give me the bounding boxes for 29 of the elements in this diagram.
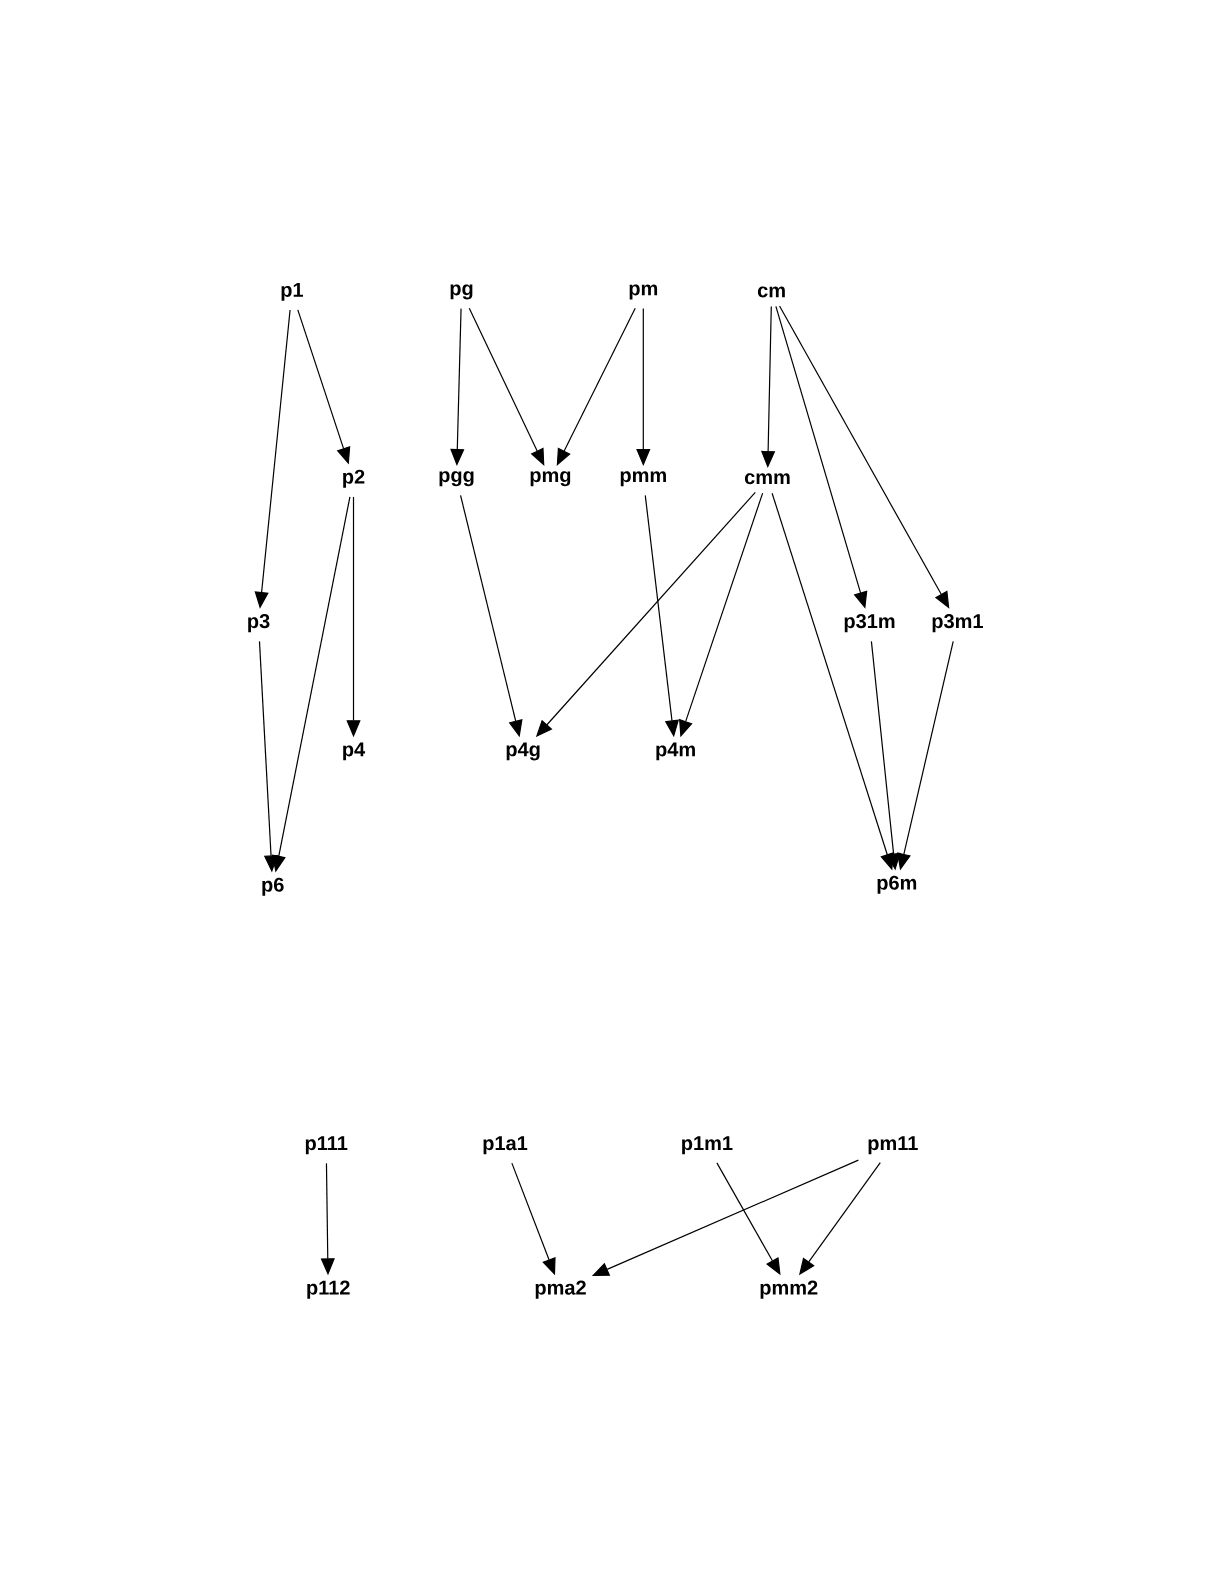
node-label: p4 bbox=[343, 742, 366, 761]
arrow bbox=[636, 307, 651, 466]
node-label: p1a1 bbox=[483, 1136, 528, 1155]
node-label: p1m1 bbox=[682, 1136, 733, 1155]
node-label: p4g bbox=[506, 742, 540, 761]
node-label: pg bbox=[450, 284, 473, 300]
arrow bbox=[556, 307, 636, 466]
node-label: cmm bbox=[744, 473, 790, 485]
node-label: p2 bbox=[343, 469, 365, 488]
node-label: p6 bbox=[262, 877, 284, 896]
node-label: p111 bbox=[305, 1136, 348, 1155]
node-label: p3m1 bbox=[932, 614, 983, 633]
arrow bbox=[450, 308, 465, 466]
node-label: p1 bbox=[281, 282, 303, 301]
node-label: p3 bbox=[248, 614, 270, 633]
node-label: p31m bbox=[844, 614, 895, 633]
node-label: pmm2 bbox=[760, 1280, 818, 1299]
node-label: pm bbox=[629, 284, 658, 300]
node-label: pma2 bbox=[535, 1280, 586, 1299]
node-label: p6m bbox=[877, 875, 917, 894]
arrow bbox=[468, 307, 545, 466]
node-label: p4m bbox=[656, 742, 695, 761]
node-label: pmg bbox=[530, 471, 571, 487]
node-label: pmm bbox=[620, 471, 666, 487]
arrow bbox=[778, 305, 950, 609]
node-label: cm bbox=[757, 286, 785, 298]
node-label: p112 bbox=[307, 1280, 350, 1299]
node-label: pm11 bbox=[868, 1136, 918, 1155]
node-label: pgg bbox=[439, 471, 474, 487]
